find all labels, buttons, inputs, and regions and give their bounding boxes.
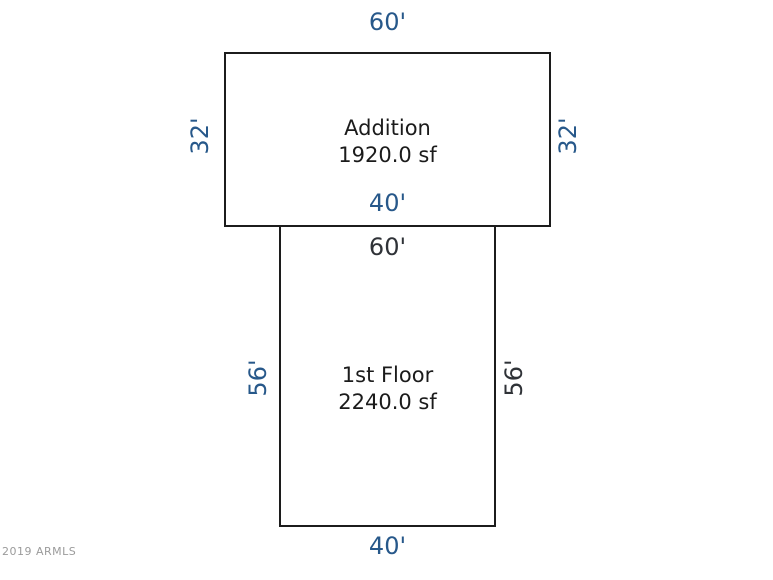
first-floor-left-height-dimension-label: 56' <box>244 359 272 397</box>
first-floor-room-area: 2240.0 sf <box>338 390 437 414</box>
addition-left-height-dimension-label: 32' <box>186 117 214 155</box>
armls-watermark: 2019 ARMLS <box>2 545 77 558</box>
first-floor-room-name: 1st Floor <box>341 363 434 387</box>
addition-room-outline: Addition 1920.0 sf 40' <box>224 52 551 227</box>
first-floor-room-label: 1st Floor 2240.0 sf <box>281 240 494 538</box>
addition-room-area: 1920.0 sf <box>338 142 437 167</box>
first-floor-room-outline: 60' 1st Floor 2240.0 sf <box>279 227 496 527</box>
addition-room-name: Addition <box>344 115 431 140</box>
first-floor-bottom-width-dimension-label: 40' <box>368 532 407 560</box>
addition-bottom-width-dimension-label: 40' <box>368 189 407 217</box>
first-floor-right-height-dimension-label: 56' <box>500 359 528 397</box>
addition-right-height-dimension-label: 32' <box>554 117 582 155</box>
addition-top-width-dimension-label: 60' <box>368 8 407 36</box>
first-floor-top-width-dimension-label: 60' <box>368 233 407 261</box>
